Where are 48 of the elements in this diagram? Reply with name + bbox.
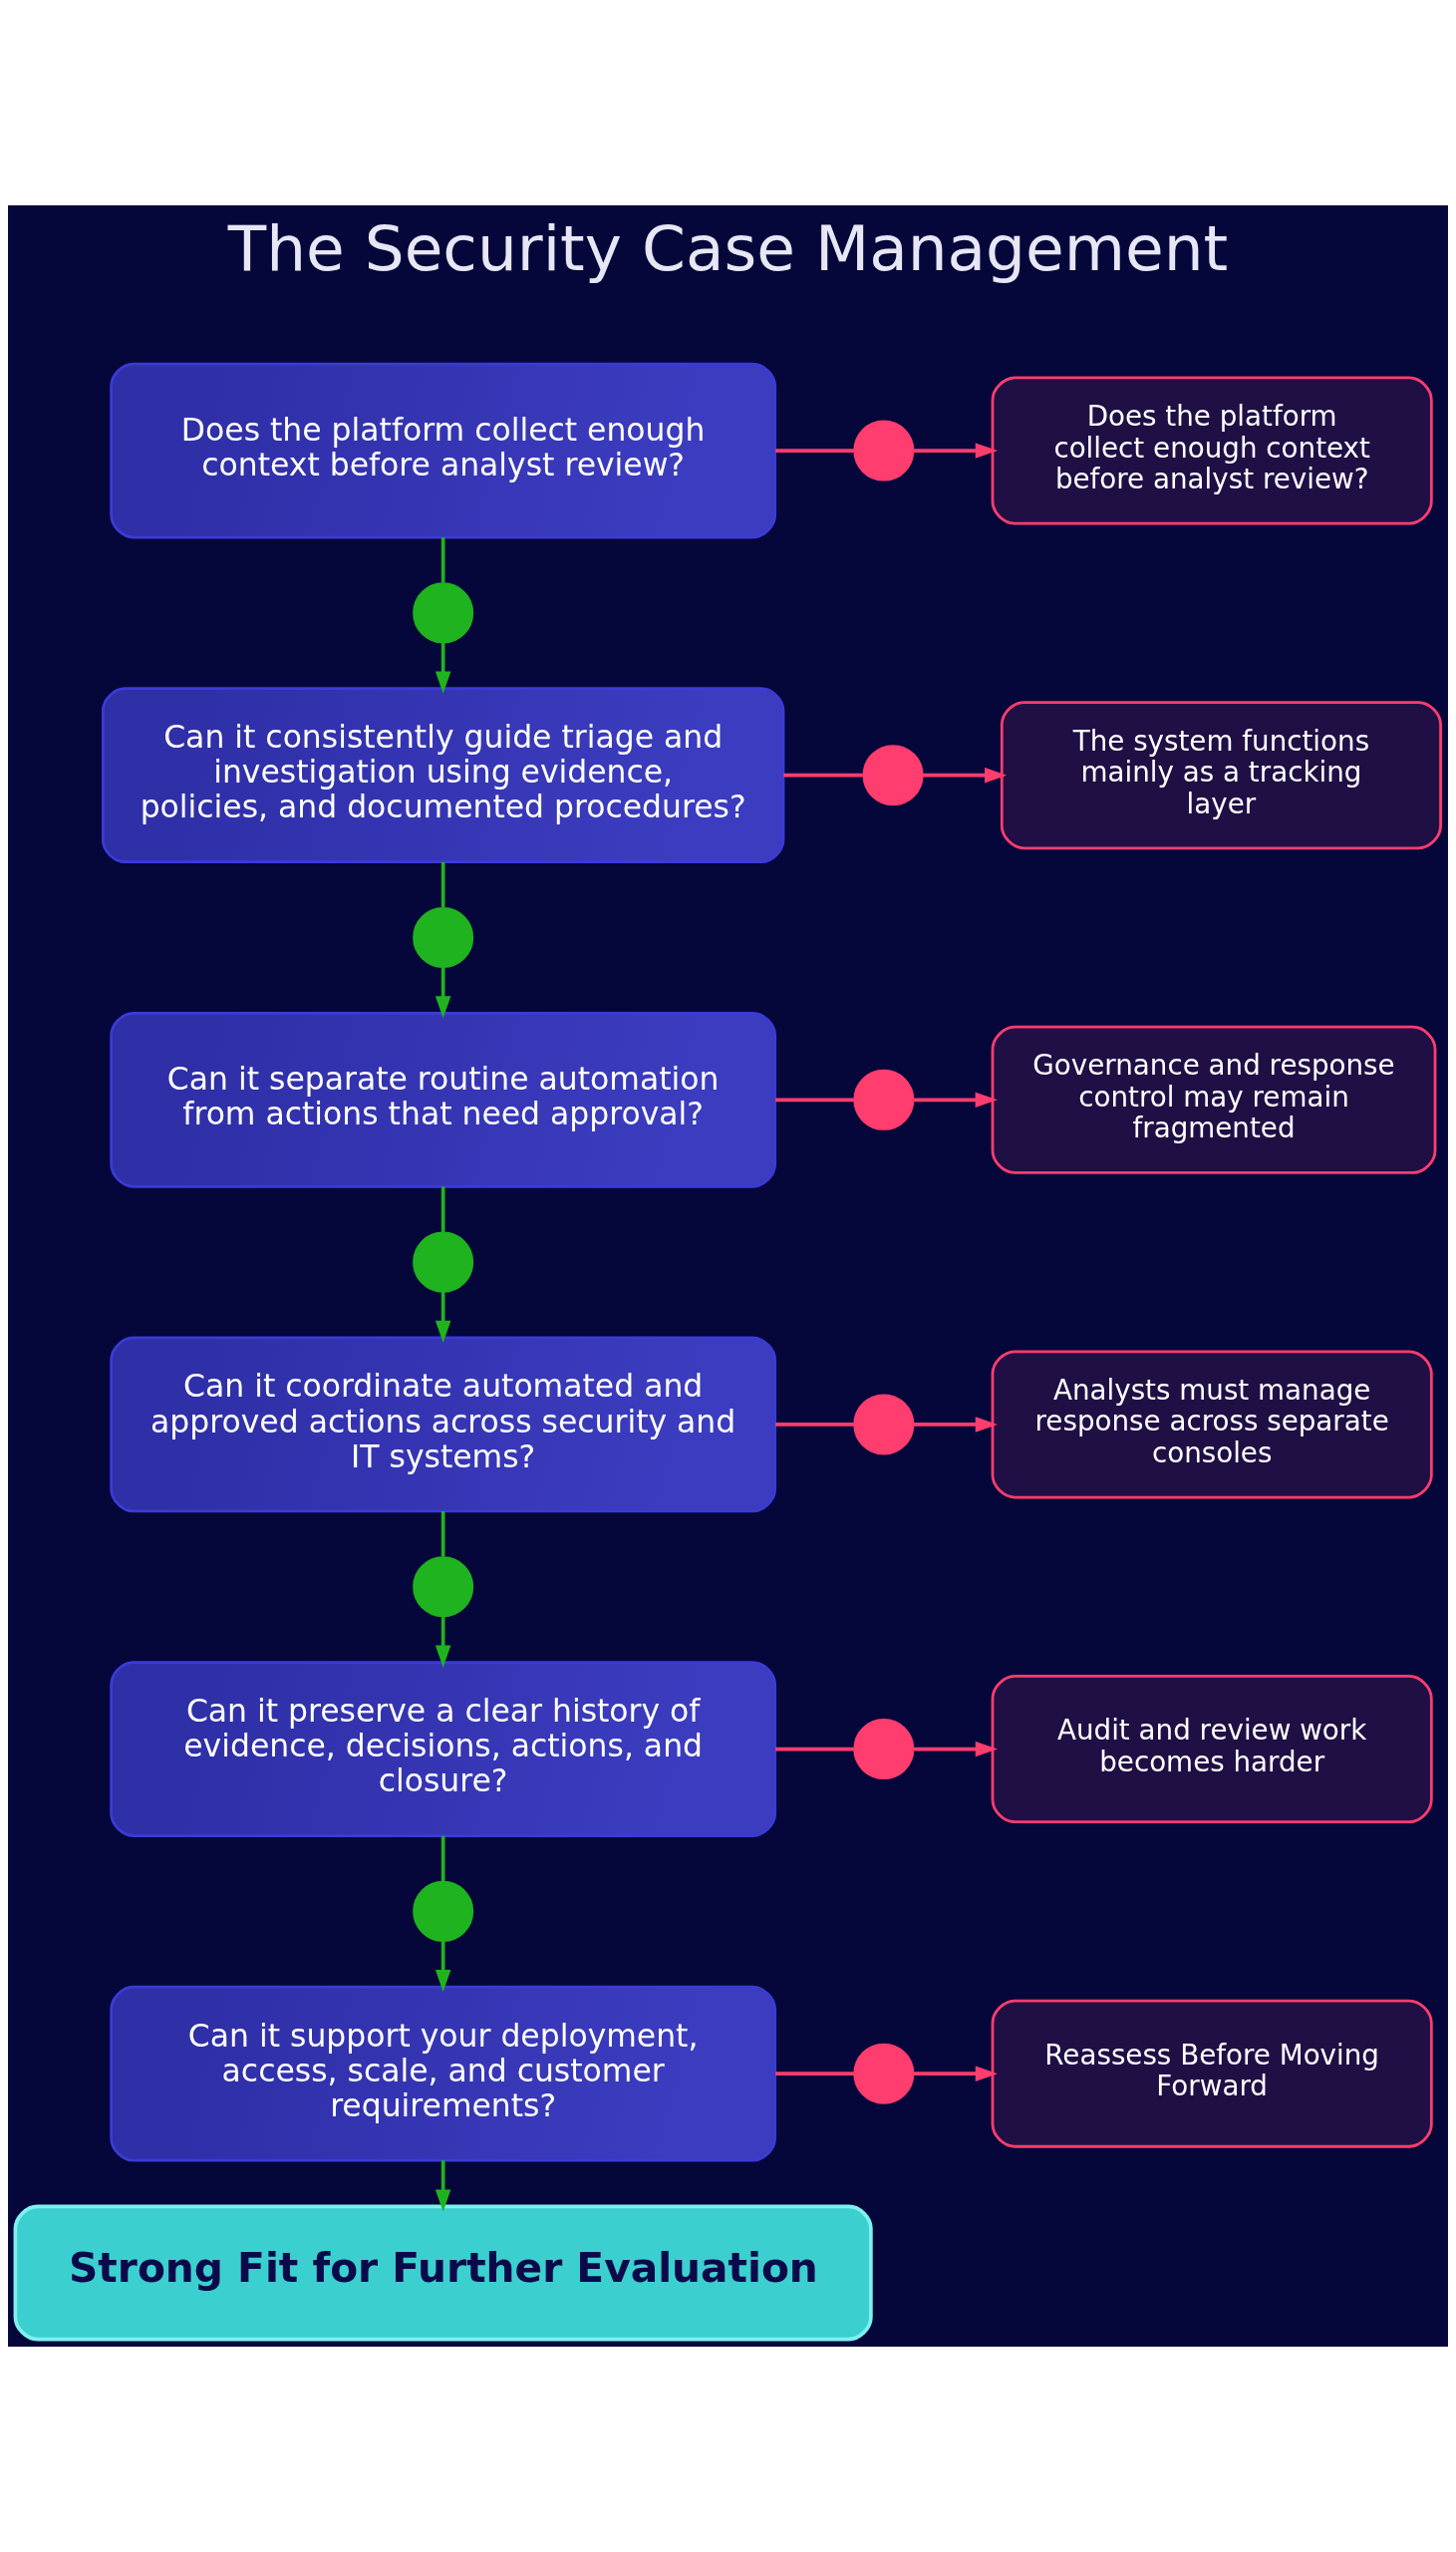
node-circle [853, 1069, 915, 1130]
connector [440, 1186, 445, 1232]
node-circle [413, 582, 474, 644]
node-circle [853, 1719, 915, 1780]
connector [440, 861, 445, 908]
arrow [435, 1941, 451, 1993]
node-box: Can it separate routine automation from actions that need approval? [110, 1011, 777, 1188]
node-circle [413, 1231, 474, 1293]
arrow [913, 1092, 998, 1109]
node-box: Governance and response control may remain fragmented [991, 1025, 1437, 1174]
node-circle [862, 745, 924, 806]
arrow [913, 2066, 998, 2081]
node-circle [853, 2043, 915, 2104]
node-box: Analysts must manage response across separate consoles [991, 1350, 1433, 1499]
connector [440, 1511, 445, 1557]
arrow [922, 767, 1008, 784]
arrow [435, 1616, 451, 1668]
node-box: The system functions mainly as a tracking layer [1000, 701, 1442, 850]
arrow [913, 443, 998, 459]
diagram-title: The Security Case Management [227, 212, 1229, 286]
node-box: Reassess Before Moving Forward [991, 1999, 1433, 2148]
node-box: Does the platform collect enough context before analyst review? [110, 362, 777, 539]
connector [775, 1747, 854, 1752]
connector [783, 773, 863, 778]
node-circle [413, 906, 474, 969]
connector [775, 1423, 854, 1427]
node-box: Can it support your deployment, access, scale, and customer requirements? [110, 1985, 777, 2162]
arrow [435, 642, 451, 694]
connector [775, 1098, 854, 1103]
node-circle [853, 420, 915, 481]
node-box: Does the platform collect enough context before analyst review? [991, 376, 1433, 525]
arrow [435, 1292, 451, 1343]
arrow [435, 967, 451, 1019]
arrow [913, 1417, 998, 1433]
node-box: Strong Fit for Further Evaluation [13, 2204, 873, 2342]
connector [775, 449, 854, 453]
node-circle [413, 1880, 474, 1942]
arrow [913, 1741, 998, 1757]
node-box: Audit and review work becomes harder [991, 1675, 1433, 1824]
node-box: Can it coordinate automated and approved actions across security and IT systems? [110, 1336, 777, 1513]
connector [440, 537, 445, 583]
connector [440, 1835, 445, 1882]
arrow [435, 2160, 451, 2212]
node-circle [853, 1394, 915, 1455]
connector [775, 2072, 854, 2076]
node-box: Can it consistently guide triage and investigation using evidence, policies, and documented procedures? [101, 687, 785, 864]
node-box: Can it preserve a clear history of evidence, decisions, actions, and closure? [110, 1661, 777, 1837]
node-circle [413, 1556, 474, 1618]
